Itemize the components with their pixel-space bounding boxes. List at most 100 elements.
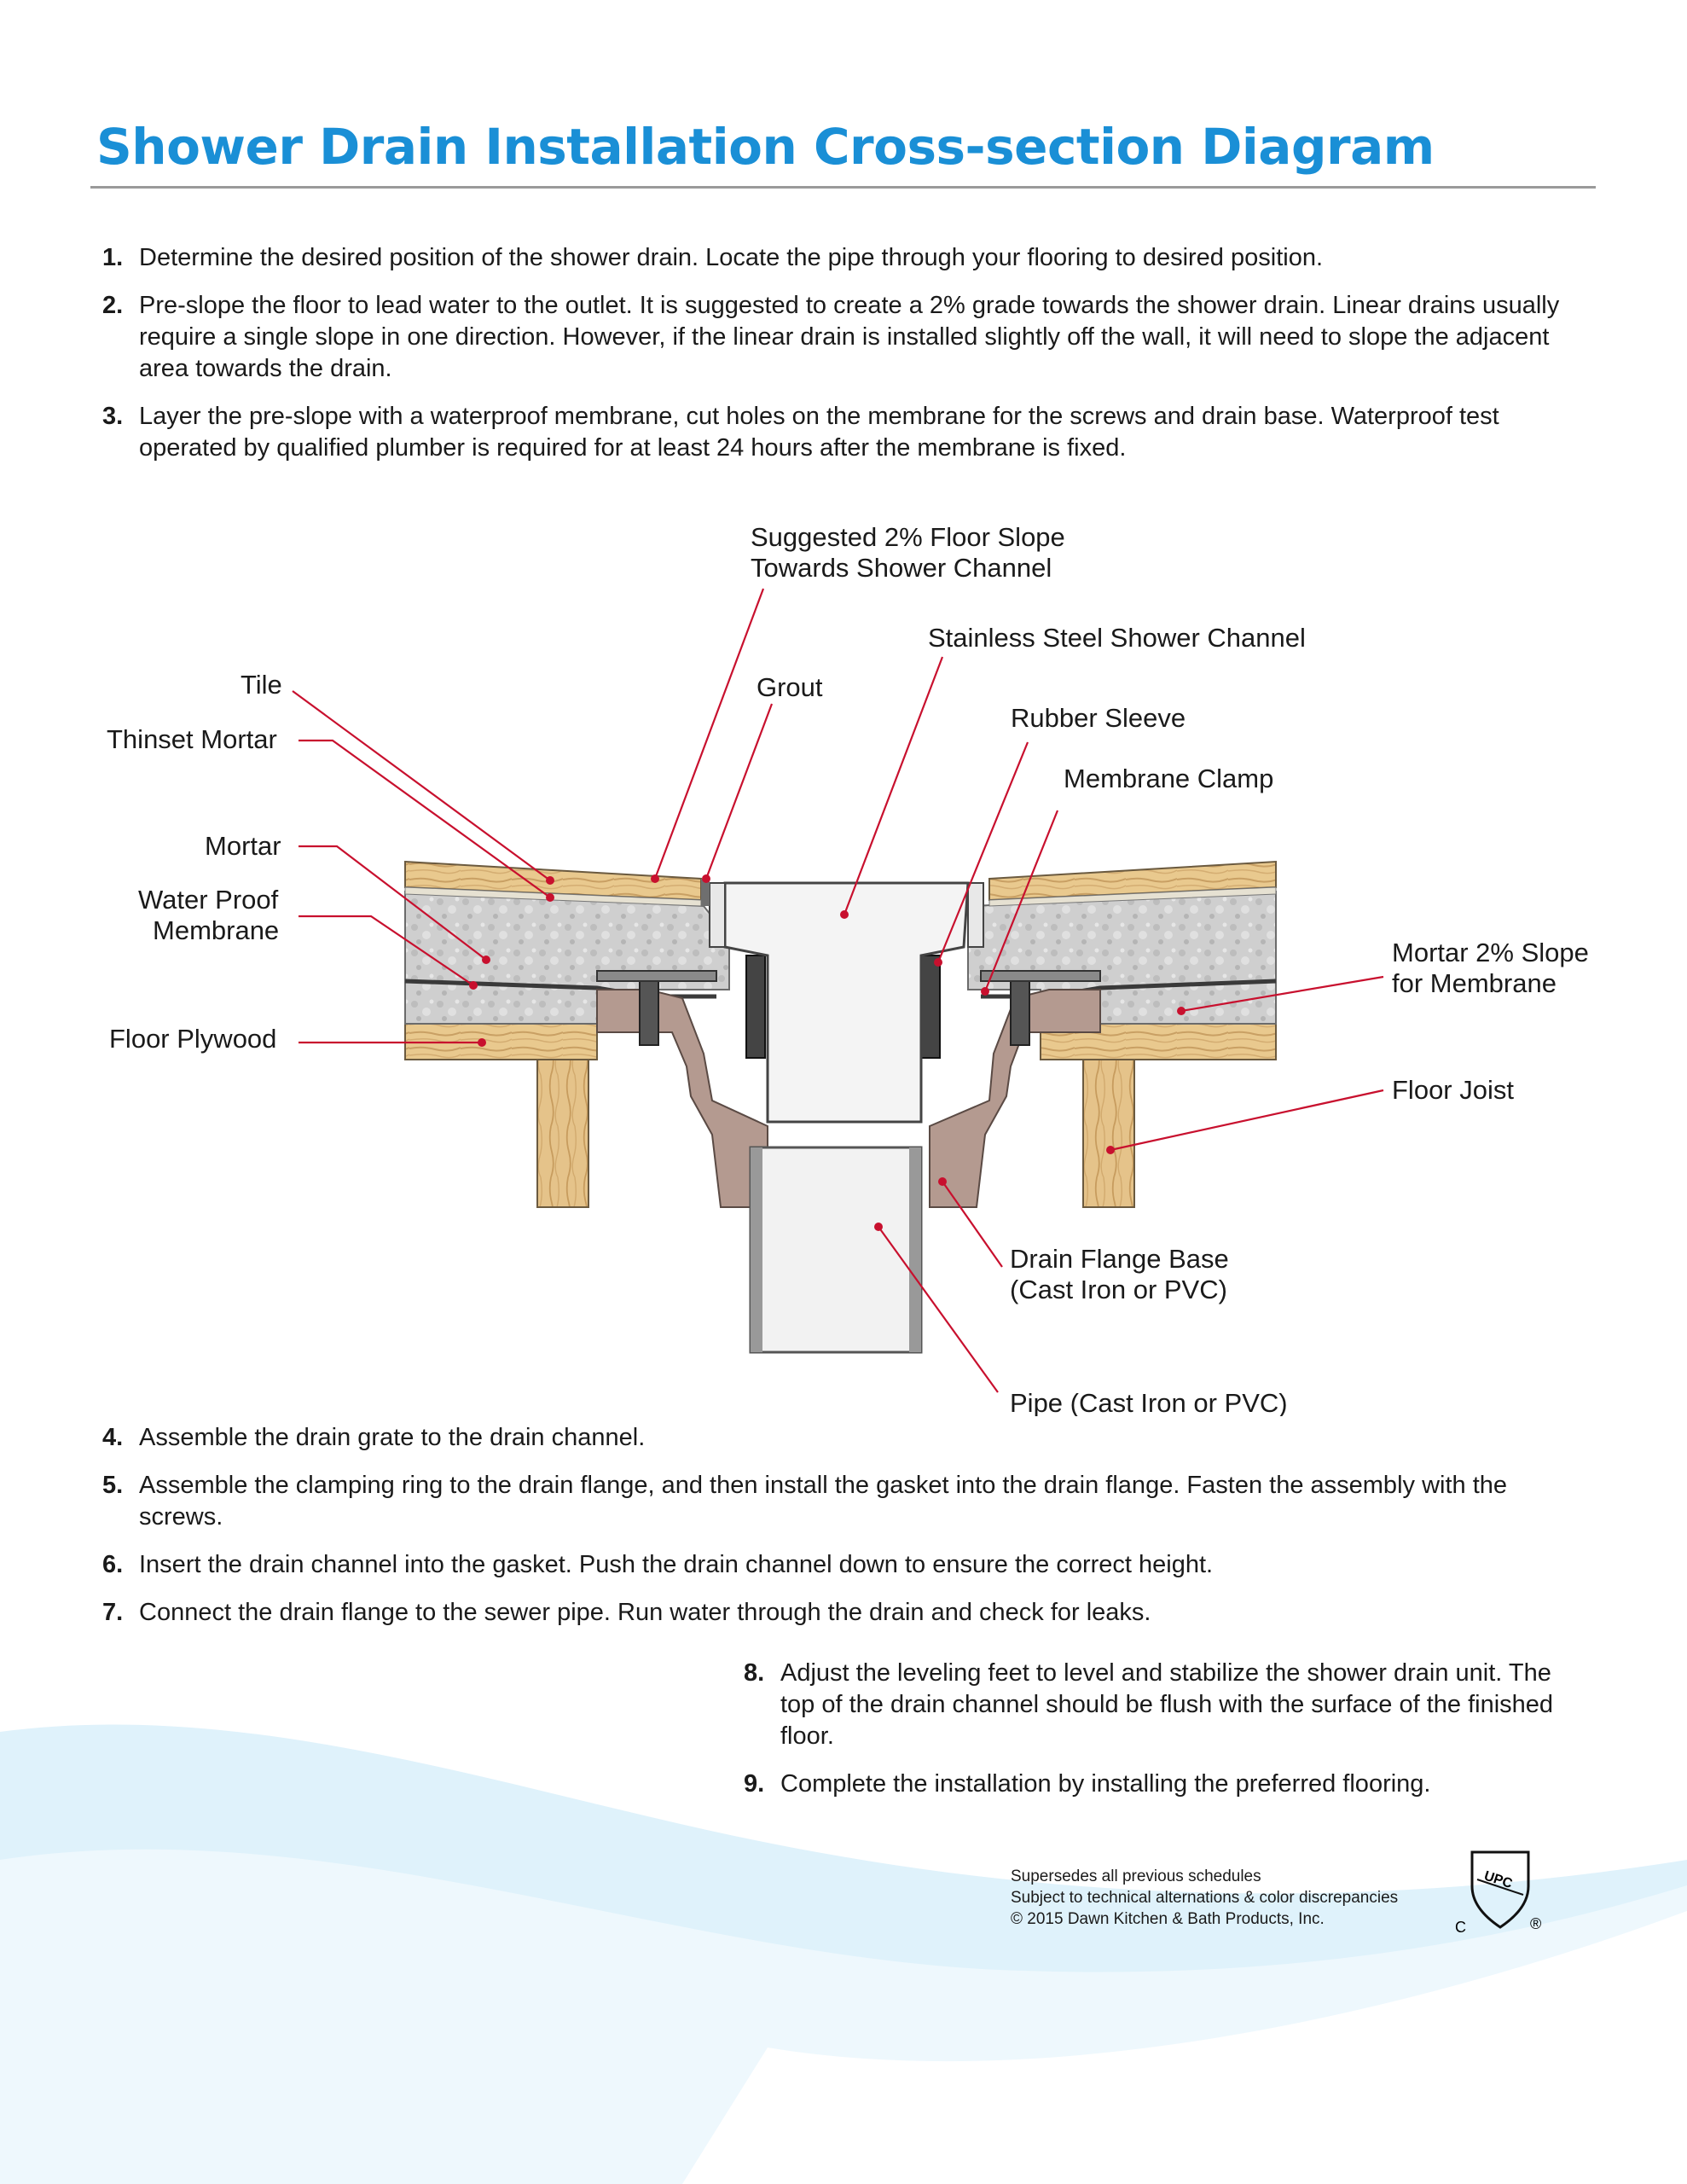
dot-mortar [482, 956, 490, 964]
step-number: 5. [102, 1472, 124, 1499]
steps-list-bottom: 8. Adjust the leveling feet to level and … [744, 1658, 1562, 1816]
label-plywood: Floor Plywood [109, 1024, 276, 1054]
leader-channel [843, 656, 944, 915]
label-mortar-slope-2: for Membrane [1392, 968, 1557, 998]
leader-grout [704, 703, 774, 880]
leader-flange [942, 1181, 1003, 1268]
step-text: Assemble the clamping ring to the drain … [139, 1472, 1508, 1531]
label-pipe: Pipe (Cast Iron or PVC) [1010, 1388, 1288, 1416]
clamp-screw-left [639, 972, 659, 1046]
leader-thinset [299, 739, 551, 898]
label-floor-slope-2: Towards Shower Channel [751, 553, 1052, 583]
steps-list-middle: 4. Assemble the drain grate to the drain … [102, 1422, 1586, 1645]
dot-plywood [478, 1038, 486, 1047]
dot-joist [1106, 1146, 1115, 1154]
steps-list-top: 1. Determine the desired position of the … [102, 242, 1586, 480]
step-number: 9. [744, 1770, 765, 1798]
label-flange: Drain Flange Base [1010, 1244, 1229, 1274]
step-number: 6. [102, 1551, 124, 1578]
dot-mortar-slope [1177, 1007, 1186, 1015]
clamp-ring-right [980, 970, 1101, 982]
footer-line: Supersedes all previous schedules [1011, 1867, 1261, 1885]
dot-grout [702, 874, 710, 883]
step-item: 3. Layer the pre-slope with a waterproof … [102, 401, 1586, 464]
dot-flange [938, 1177, 947, 1186]
upc-badge-text: UPC [1482, 1868, 1515, 1891]
drain-cross-section-diagram: Suggested 2% Floor Slope Towards Shower … [107, 522, 1589, 1416]
label-membrane-clamp: Membrane Clamp [1064, 764, 1273, 793]
leader-membrane [299, 915, 474, 986]
page-title: Shower Drain Installation Cross-section … [96, 118, 1435, 176]
leader-floor-slope [653, 588, 765, 880]
step-item: 9.Complete the installation by installin… [744, 1769, 1562, 1800]
drain-flange-base [596, 989, 768, 1208]
upc-badge-r: ® [1530, 1915, 1541, 1932]
step-item: 2. Pre-slope the floor to lead water to t… [102, 290, 1586, 385]
upc-certification-icon: UPC C ® [1455, 1850, 1541, 1936]
step-number: 8. [744, 1659, 765, 1687]
rubber-sleeve-left [745, 955, 766, 1059]
leader-membrane-clamp [983, 810, 1059, 992]
step-number: 2. [102, 292, 124, 319]
dot-floor-slope [651, 874, 659, 883]
step-item: 7. Connect the drain flange to the sewer … [102, 1597, 1586, 1629]
mortar-bed-left [404, 890, 730, 1025]
label-rubber-sleeve: Rubber Sleeve [1011, 703, 1186, 733]
pipe-wall-left [751, 1147, 762, 1352]
step-item: 5. Assemble the clamping ring to the drai… [102, 1470, 1586, 1533]
step-text: Layer the pre-slope with a waterproof me… [139, 403, 1499, 462]
label-membrane-2: Membrane [153, 915, 279, 945]
step-item: 4. Assemble the drain grate to the drain … [102, 1422, 1586, 1454]
clamp-screw-right [1010, 972, 1030, 1046]
copyright-line: © 2015 Dawn Kitchen & Bath Products, Inc… [1011, 1910, 1325, 1928]
dot-tile [546, 876, 554, 885]
dot-membrane [469, 981, 478, 990]
dot-thinset [546, 893, 554, 902]
pipe-wall-right [909, 1147, 921, 1352]
label-mortar-slope: Mortar 2% Slope [1392, 938, 1589, 967]
leader-pipe [878, 1226, 999, 1393]
step-text: Insert the drain channel into the gasket… [139, 1551, 1214, 1578]
footer-notice: Supersedes all previous schedules Subjec… [1011, 1866, 1398, 1930]
step-text: Adjust the leveling feet to level and st… [780, 1659, 1554, 1750]
step-number: 4. [102, 1424, 124, 1451]
dot-membrane-clamp [981, 987, 989, 996]
rubber-sleeve-right [920, 955, 941, 1059]
label-membrane: Water Proof [138, 885, 279, 915]
step-text: Assemble the drain grate to the drain ch… [139, 1424, 646, 1451]
dot-channel [840, 910, 849, 919]
clamp-ring-left [596, 970, 717, 982]
title-divider [90, 186, 1596, 189]
label-tile: Tile [241, 670, 282, 700]
step-item: 8. Adjust the leveling feet to level and … [744, 1658, 1562, 1752]
label-channel: Stainless Steel Shower Channel [928, 623, 1306, 653]
step-number: 7. [102, 1599, 124, 1626]
step-number: 1. [102, 244, 124, 271]
upc-badge-c: C [1455, 1919, 1466, 1936]
leader-rubber-sleeve [936, 741, 1029, 963]
leader-tile [292, 690, 551, 881]
grout [701, 879, 710, 906]
floor-joist-right [1082, 1059, 1135, 1208]
leader-joist [1110, 1089, 1384, 1152]
channel-rim-right [967, 882, 984, 948]
label-mortar: Mortar [205, 831, 281, 861]
leader-mortar [299, 845, 487, 961]
step-text: Pre-slope the floor to lead water to the… [139, 292, 1560, 382]
thinset-right [988, 886, 1277, 907]
label-flange-2: (Cast Iron or PVC) [1010, 1275, 1227, 1304]
shower-channel [723, 881, 970, 1124]
label-floor-slope: Suggested 2% Floor Slope [751, 522, 1065, 552]
channel-rim-left [709, 882, 726, 948]
floor-joist-left [536, 1059, 589, 1208]
step-text: Connect the drain flange to the sewer pi… [139, 1599, 1151, 1626]
step-text: Determine the desired position of the sh… [139, 244, 1324, 271]
decorative-wave [0, 1724, 1687, 2184]
step-item: 6. Insert the drain channel into the gask… [102, 1549, 1586, 1581]
dot-pipe [874, 1223, 883, 1231]
step-number: 3. [102, 403, 124, 430]
label-grout: Grout [757, 672, 823, 702]
leader-mortar-slope [1180, 975, 1384, 1013]
label-thinset: Thinset Mortar [107, 724, 277, 754]
footer-line: Subject to technical alternations & colo… [1011, 1889, 1399, 1907]
